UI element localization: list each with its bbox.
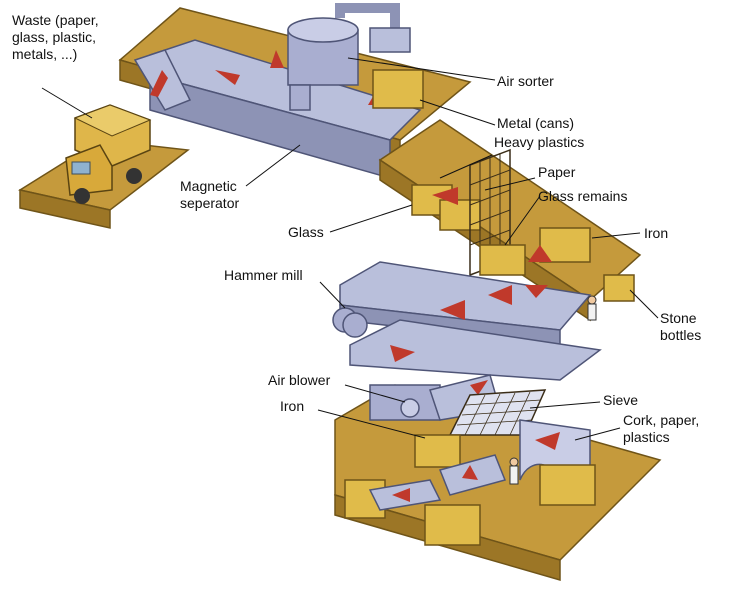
label-paper: Paper <box>538 164 576 180</box>
label-glass-remains: Glass remains <box>538 188 628 204</box>
air-blower-unit <box>369 374 501 421</box>
label-waste: Waste (paper, glass, plastic, metals, ..… <box>12 12 99 62</box>
label-glass: Glass <box>288 224 324 240</box>
label-iron-bottom: Iron <box>280 398 305 414</box>
air-sorter-unit <box>287 3 411 111</box>
lower-bins <box>344 434 596 546</box>
label-iron-top: Iron <box>644 225 669 241</box>
leader-lines <box>41 57 659 441</box>
label-air-sorter: Air sorter <box>497 73 554 89</box>
label-metal-cans: Metal (cans) <box>497 115 575 131</box>
middle-conveyor <box>332 245 602 381</box>
sorting-station <box>411 148 635 302</box>
label-sieve: Sieve <box>603 392 639 408</box>
label-magnetic-separator: Magnetic seperator <box>180 178 240 211</box>
worker-middle <box>587 295 597 321</box>
label-heavy-plastics: Heavy plastics <box>494 134 585 150</box>
label-hammer-mill: Hammer mill <box>224 267 303 283</box>
label-cork-paper-plastics: Cork, paper, plastics <box>623 412 700 445</box>
garbage-truck <box>65 104 152 204</box>
metal-cans-bin <box>372 69 424 109</box>
lower-conveyor <box>368 454 507 511</box>
upper-conveyor <box>133 39 422 179</box>
label-air-blower: Air blower <box>268 372 331 388</box>
worker-lower <box>509 457 519 485</box>
label-stone-bottles: Stone bottles <box>660 310 702 343</box>
